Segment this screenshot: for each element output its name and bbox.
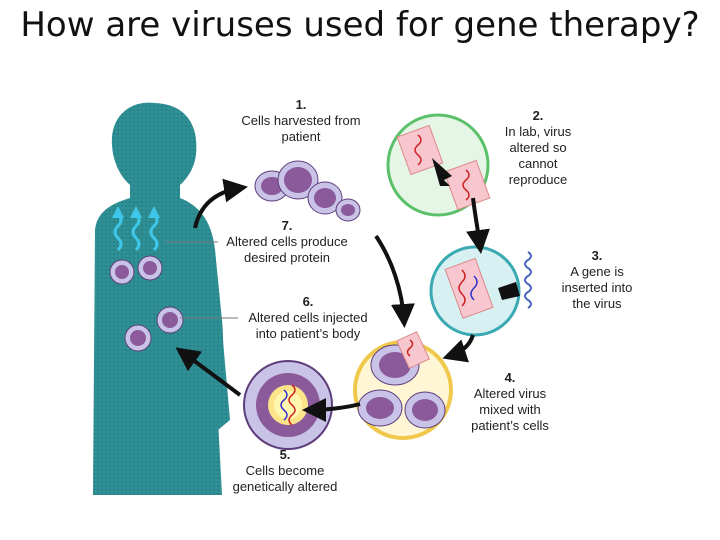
step-4-number: 4. xyxy=(504,370,516,385)
body-cells xyxy=(109,255,184,352)
step-3-number: 3. xyxy=(591,248,603,263)
protein-wave-icons xyxy=(113,212,159,252)
step-7-label: 7. Altered cells produce desired protein xyxy=(217,218,357,266)
step-7-number: 7. xyxy=(281,218,293,233)
step-5-label: 5. Cells become genetically altered xyxy=(220,447,350,495)
pointer-lines xyxy=(165,241,238,319)
gene-insertion-dish xyxy=(429,245,532,337)
cycle-arrows xyxy=(175,178,490,422)
step-3-text: A gene is inserted into the virus xyxy=(561,264,633,311)
step-7-text: Altered cells produce desired protein xyxy=(226,234,348,265)
step-1-text: Cells harvested from patient xyxy=(241,113,361,144)
human-body-silhouette xyxy=(93,102,230,495)
step-2-label: 2. In lab, virus altered so cannot repro… xyxy=(495,108,581,188)
step-4-text: Altered virus mixed with patient’s cells xyxy=(471,386,549,433)
virus-mixed-cells xyxy=(353,331,453,440)
step-5-text: Cells become genetically altered xyxy=(232,463,338,494)
lab-dish-virus xyxy=(386,113,491,217)
step-3-label: 3. A gene is inserted into the virus xyxy=(553,248,641,312)
step-5-number: 5. xyxy=(279,447,291,462)
step-2-text: In lab, virus altered so cannot reproduc… xyxy=(504,124,572,187)
step-6-label: 6. Altered cells injected into patient’s… xyxy=(240,294,376,342)
harvested-cells xyxy=(254,160,361,222)
altered-cell xyxy=(243,360,333,450)
step-1-number: 1. xyxy=(295,97,307,112)
step-2-number: 2. xyxy=(532,108,544,123)
page-title: How are viruses used for gene therapy? xyxy=(20,5,700,45)
step-1-label: 1. Cells harvested from patient xyxy=(238,97,364,145)
protein-arrow-heads xyxy=(112,206,160,218)
step-6-number: 6. xyxy=(302,294,314,309)
dna-strand-icon xyxy=(524,251,532,309)
step-4-label: 4. Altered virus mixed with patient’s ce… xyxy=(460,370,560,434)
step-6-text: Altered cells injected into patient’s bo… xyxy=(248,310,368,341)
